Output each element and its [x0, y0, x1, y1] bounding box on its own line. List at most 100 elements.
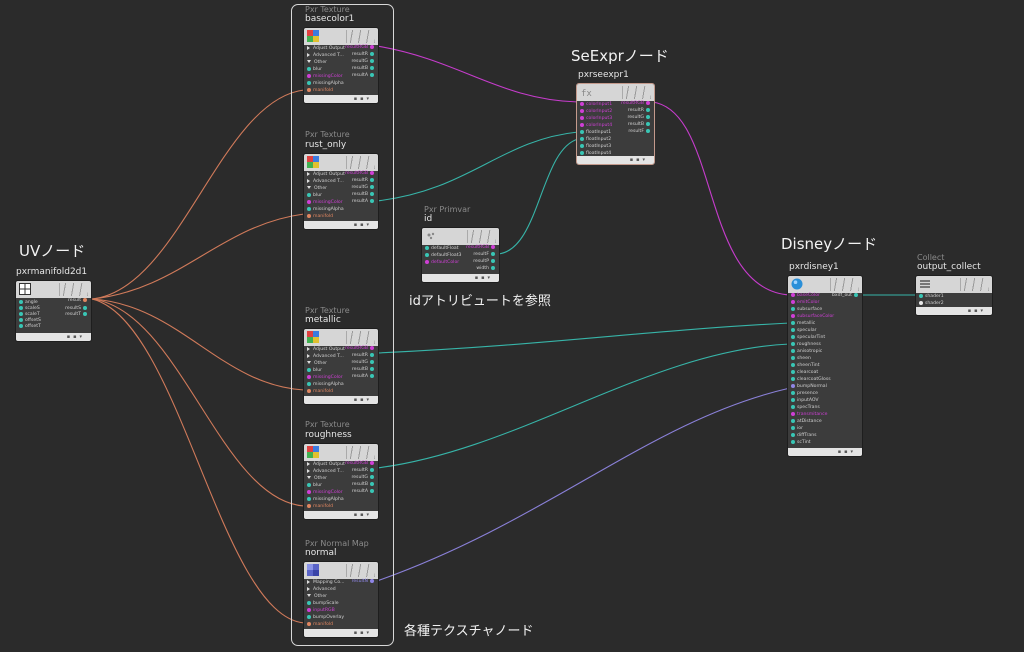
- input-port-dot[interactable]: [791, 355, 795, 360]
- node-footer[interactable]: ▪▪▾: [916, 307, 992, 315]
- node-footer[interactable]: ▪▪▾: [304, 511, 378, 519]
- node-collapse-handle[interactable]: [346, 446, 375, 459]
- input-port-label: inputRGB: [313, 608, 335, 613]
- input-port-label: scTint: [797, 440, 811, 445]
- node-footer[interactable]: ▪▪▾: [422, 274, 499, 282]
- output-port-label: resultB: [351, 66, 368, 71]
- node-header[interactable]: [16, 281, 91, 298]
- input-port-dot[interactable]: [791, 404, 795, 409]
- input-port-dot[interactable]: [791, 390, 795, 395]
- input-port-dot[interactable]: [791, 439, 795, 444]
- node-collapse-handle[interactable]: [622, 86, 651, 99]
- input-port-dot[interactable]: [791, 369, 795, 374]
- input-port-label: scaleT: [25, 312, 40, 317]
- wire-normal-disney: [376, 387, 791, 582]
- input-port-dot[interactable]: [791, 376, 795, 381]
- node-metallic[interactable]: Adjust Output Advanced T... Other blur m…: [303, 328, 379, 405]
- node-header[interactable]: [304, 329, 378, 346]
- input-port-dot[interactable]: [791, 320, 795, 325]
- output-port-label: resultG: [351, 360, 368, 365]
- node-footer[interactable]: ▪▪▾: [304, 221, 378, 229]
- node-type-metallic: Pxr Texture: [305, 306, 350, 315]
- node-footer[interactable]: ▪▪▾: [577, 156, 654, 164]
- input-port-dot[interactable]: [791, 411, 795, 416]
- output-port-label: resultF: [473, 252, 489, 257]
- node-header[interactable]: [916, 276, 992, 293]
- node-footer[interactable]: ▪▪▾: [788, 448, 862, 456]
- node-header[interactable]: [304, 562, 378, 579]
- input-port-dot[interactable]: [791, 341, 795, 346]
- output-port-label: resultRGB: [345, 346, 368, 351]
- node-footer[interactable]: ▪▪▾: [304, 629, 378, 637]
- input-port-dot[interactable]: [791, 418, 795, 423]
- input-group-label: Other: [314, 60, 328, 65]
- node-output-collect[interactable]: shader1 shader2 ▪▪▾: [915, 275, 993, 316]
- input-group-label: Advanced T...: [313, 53, 344, 58]
- node-collapse-handle[interactable]: [960, 278, 989, 291]
- node-collapse-handle[interactable]: [59, 283, 88, 296]
- input-port-dot[interactable]: [791, 425, 795, 430]
- input-port-label: bumpScale: [313, 601, 339, 606]
- node-footer[interactable]: ▪▪▾: [304, 95, 378, 103]
- input-port-label: missingColor: [313, 375, 343, 380]
- wire-manifold-rust: [91, 213, 305, 300]
- node-collapse-handle[interactable]: [346, 30, 375, 43]
- node-header[interactable]: [788, 276, 862, 293]
- output-port-label: resultG: [627, 115, 644, 120]
- input-port-dot[interactable]: [791, 299, 795, 304]
- node-header[interactable]: [304, 154, 378, 171]
- node-header[interactable]: [304, 28, 378, 45]
- input-port-dot[interactable]: [791, 292, 795, 297]
- primvar-icon: [427, 232, 435, 240]
- node-rust-only[interactable]: Adjust Output Advanced T... Other blur m…: [303, 153, 379, 230]
- output-port-label: resultG: [351, 185, 368, 190]
- output-port-label: resultB: [351, 482, 368, 487]
- annotation-disney: Disneyノード: [781, 235, 878, 253]
- node-basecolor1[interactable]: Adjust Output Advanced T... Other blur m…: [303, 27, 379, 104]
- input-port-label: clearcoatGloss: [797, 377, 831, 382]
- input-port-dot[interactable]: [791, 313, 795, 318]
- output-port-label: resultP: [473, 259, 489, 264]
- node-footer[interactable]: ▪▪▾: [16, 333, 91, 341]
- node-header[interactable]: [304, 444, 378, 461]
- node-collapse-handle[interactable]: [346, 564, 375, 577]
- input-port-dot[interactable]: [791, 327, 795, 332]
- node-type-rust: Pxr Texture: [305, 130, 350, 139]
- input-port-dot[interactable]: [791, 306, 795, 311]
- input-port-dot[interactable]: [791, 432, 795, 437]
- input-port-dot[interactable]: [791, 397, 795, 402]
- node-header[interactable]: [422, 228, 499, 245]
- output-port-label: resultA: [351, 374, 368, 379]
- node-roughness[interactable]: Adjust Output Advanced T... Other blur m…: [303, 443, 379, 520]
- node-pxrmanifold2d1[interactable]: angle scaleS scaleT offsetS offsetT resu…: [15, 280, 92, 342]
- output-port-label: resultRGB: [466, 245, 489, 250]
- input-group-label: Other: [314, 476, 328, 481]
- node-type-primvar: Pxr Primvar: [424, 205, 471, 214]
- input-port-dot[interactable]: [791, 362, 795, 367]
- input-port-dot[interactable]: [791, 334, 795, 339]
- expression-icon: fx: [581, 89, 592, 98]
- node-primvar-id[interactable]: defaultFloat defaultFloat3 defaultColor …: [421, 227, 500, 283]
- node-header[interactable]: fx: [577, 84, 654, 101]
- node-collapse-handle[interactable]: [346, 331, 375, 344]
- output-port-label: resultG: [351, 59, 368, 64]
- node-collapse-handle[interactable]: [830, 278, 859, 291]
- texture-group-box[interactable]: [291, 4, 394, 646]
- node-name-disney: pxrdisney1: [789, 262, 839, 272]
- output-port-label: resultA: [351, 489, 368, 494]
- node-collapse-handle[interactable]: [346, 156, 375, 169]
- input-port-label: inputAOV: [797, 398, 819, 403]
- input-port-dot[interactable]: [791, 348, 795, 353]
- node-normal[interactable]: Mapping Co... Advanced Other bumpScale i…: [303, 561, 379, 638]
- input-port-label: ior: [797, 426, 803, 431]
- input-group-label: Other: [314, 186, 328, 191]
- node-name-basecolor: basecolor1: [305, 14, 355, 24]
- input-port-label: presence: [797, 391, 819, 396]
- input-port-dot[interactable]: [791, 383, 795, 388]
- node-collapse-handle[interactable]: [467, 230, 496, 243]
- node-type-collect: Collect: [917, 253, 945, 262]
- node-footer[interactable]: ▪▪▾: [304, 396, 378, 404]
- output-port-label: width: [476, 266, 489, 271]
- node-pxrseexpr1[interactable]: fx colorInput1 colorInput2 colorInput3 c…: [576, 83, 655, 165]
